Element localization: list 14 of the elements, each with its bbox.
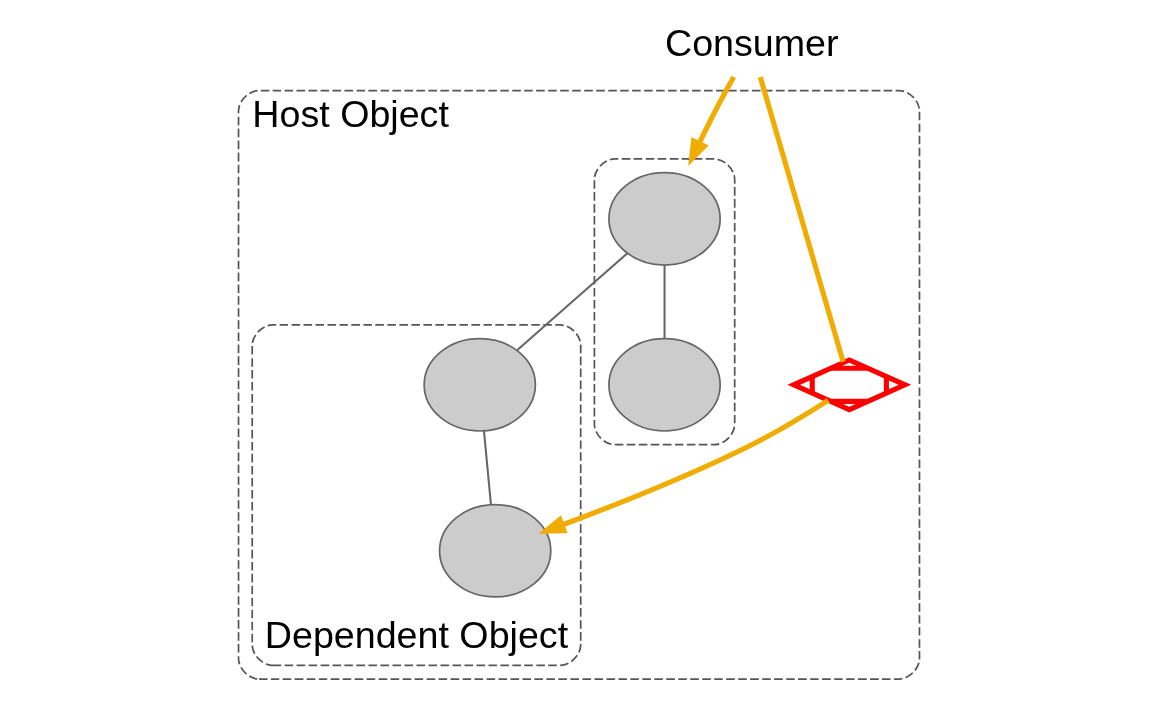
node-circle <box>607 337 721 432</box>
node-cross <box>786 357 911 413</box>
connector <box>482 430 492 505</box>
node-circle <box>438 503 552 598</box>
arrow <box>538 398 830 534</box>
node-text: Consumer <box>664 21 839 64</box>
node-circle <box>422 337 536 432</box>
arrow <box>687 75 736 166</box>
connector <box>663 265 666 339</box>
cluster <box>593 158 736 446</box>
node-circle <box>607 171 721 266</box>
cluster: Dependent Object <box>250 324 582 667</box>
connector <box>515 252 628 351</box>
connector <box>757 76 846 363</box>
